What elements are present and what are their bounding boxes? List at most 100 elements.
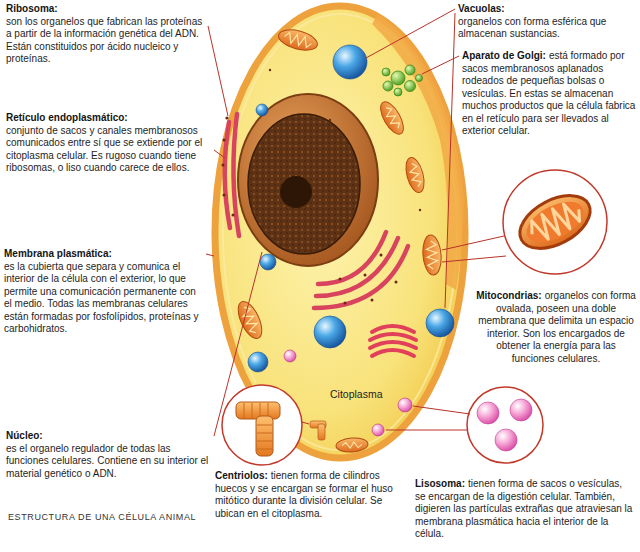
cell-part <box>477 402 499 424</box>
cell-part <box>391 71 405 85</box>
cell-part <box>256 104 268 116</box>
cell-part <box>336 437 369 453</box>
cell-part <box>413 406 470 414</box>
cell-part <box>232 214 235 217</box>
cell-part <box>467 387 543 463</box>
cell-part <box>284 350 296 362</box>
cell-part <box>314 246 408 308</box>
cell-part <box>225 116 228 119</box>
cell-part <box>225 122 230 228</box>
endoplasmic-reticulum <box>225 114 408 308</box>
lysosome-inset <box>467 387 543 463</box>
cell-part <box>405 81 416 92</box>
annotation: Ribosoma:son los organelos que fabrican … <box>6 3 206 66</box>
cell-part <box>206 254 214 256</box>
cell-part <box>383 81 393 91</box>
cell-part <box>380 254 383 257</box>
cell-part <box>318 424 325 440</box>
cell-part <box>257 433 272 434</box>
annotation: Lisosoma:tienen forma de sacos o vesícul… <box>415 478 635 541</box>
cell-part <box>371 299 374 302</box>
cell-part <box>257 441 272 442</box>
cell-part <box>442 256 506 262</box>
cell-part <box>421 234 442 275</box>
cell-part <box>419 209 421 211</box>
cell-part <box>269 69 271 71</box>
cell-part <box>339 278 342 281</box>
centrioles <box>310 421 326 440</box>
cell-part <box>257 425 272 426</box>
nucleolus <box>280 176 312 208</box>
cell-part <box>314 316 346 348</box>
cell-part <box>395 281 398 284</box>
cell-part <box>511 185 599 260</box>
leader-lines <box>206 9 506 436</box>
organelle-description: conjunto de sacos y canales membranosos … <box>6 125 202 174</box>
cell-part <box>370 342 416 348</box>
cell-part <box>426 309 454 337</box>
cell-part <box>256 416 273 456</box>
chromatin <box>249 115 359 253</box>
mitochondrion-inset <box>503 170 607 274</box>
organelle-description: organelos con forma esférica que almacen… <box>458 16 606 40</box>
nucleus-envelope <box>238 94 378 266</box>
organelle-name: Ribosoma: <box>6 3 206 16</box>
cell-part <box>495 429 517 451</box>
cell-part <box>382 68 390 76</box>
cell-part <box>316 238 398 296</box>
cell-part <box>510 399 532 421</box>
cell-part <box>233 114 239 236</box>
cell-part <box>442 236 504 250</box>
cell-part <box>372 350 414 356</box>
cell-part <box>511 185 599 260</box>
cell-part <box>223 194 226 197</box>
cell-part <box>405 65 415 75</box>
golgi-vesicles <box>382 65 423 96</box>
cell-part <box>214 252 262 436</box>
organelle-description: es el organelo regulador de todas las fu… <box>6 443 208 479</box>
organelle-name: Lisosoma: <box>415 478 465 489</box>
cell-part <box>342 441 362 448</box>
cell-part <box>376 98 408 137</box>
annotation: Aparato de Golgi:está formado por sacos … <box>462 50 636 138</box>
organelle-name: Membrana plasmática: <box>4 248 204 261</box>
annotation: Núcleo:es el organelo regulador de todas… <box>6 430 211 480</box>
annotation: Retículo endoplasmático:conjunto de saco… <box>6 112 211 175</box>
cell-part <box>336 437 369 453</box>
annotation: Membrana plasmática:es la cubierta que s… <box>4 248 204 336</box>
organelle-description: organelos con forma ovalada, poseen una … <box>478 290 636 364</box>
cell-part <box>445 13 455 308</box>
cell-part <box>222 164 225 167</box>
cell-part <box>276 26 319 54</box>
cell-part <box>422 56 459 74</box>
annotation: Centriolos:tienen forma de cilindros hue… <box>215 470 407 520</box>
cell-part <box>376 98 408 137</box>
cell-part <box>526 198 585 246</box>
cell-part <box>403 156 428 195</box>
cell-part <box>257 425 272 449</box>
organelle-name: Aparato de Golgi: <box>462 50 546 61</box>
organelle-name: Vacuolas: <box>458 3 634 16</box>
cell-part <box>344 302 347 305</box>
cell-part <box>233 298 266 342</box>
cell-part <box>426 241 438 270</box>
organelle-name: Núcleo: <box>6 430 211 443</box>
region-label: Citoplasma <box>330 388 383 401</box>
cell-part <box>257 449 272 450</box>
cell-part <box>214 150 225 158</box>
cell-part <box>208 26 228 116</box>
cell-part <box>403 156 428 195</box>
cell-part <box>222 385 302 465</box>
cell-part <box>386 430 468 431</box>
cell-part <box>318 232 386 284</box>
cell-part <box>370 334 416 340</box>
cell-part <box>252 403 253 418</box>
vacuoles <box>248 45 454 372</box>
cell-part <box>372 326 414 332</box>
ribosome-dots <box>222 69 422 305</box>
organelle-name: Centriolos: <box>215 470 268 481</box>
lysosomes <box>284 350 412 436</box>
cell-part <box>223 139 226 142</box>
golgi-stacks <box>370 326 416 356</box>
cell-part <box>233 298 266 342</box>
